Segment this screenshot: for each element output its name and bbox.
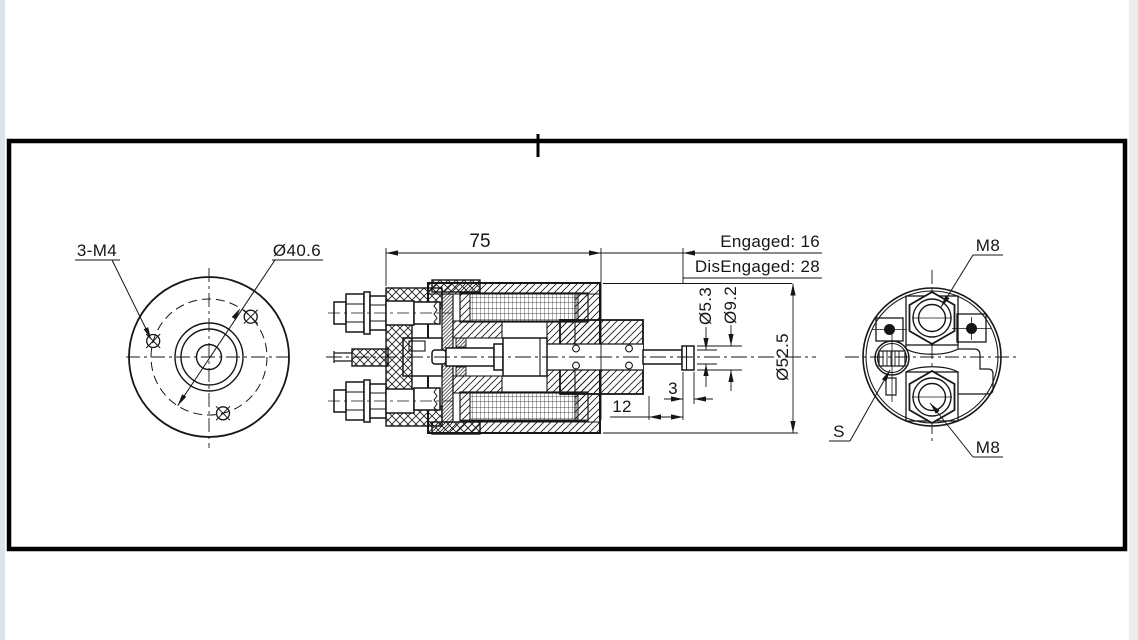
pole-piece-bottom xyxy=(452,375,503,394)
leader-arrow xyxy=(231,308,241,320)
top-terminal-label: M8 xyxy=(976,236,1000,255)
dimension-texts: 75 Engaged: 16 DisEngaged: 28 Ø5.3 Ø9.2 … xyxy=(469,231,820,416)
coil-winding-top xyxy=(459,292,589,323)
dim-arrow xyxy=(671,396,683,402)
dim-arrow xyxy=(790,421,796,433)
o-ring xyxy=(572,344,580,353)
bottom-terminal-label: M8 xyxy=(976,438,1000,457)
dim-arrow xyxy=(649,414,661,420)
switch-terminal-label: S xyxy=(833,422,845,441)
left-edge-strip xyxy=(0,0,5,640)
flange-view: 3-M4 Ø40.6 xyxy=(75,241,323,448)
shaft-length-label: 12 xyxy=(612,397,632,416)
pilot-circle xyxy=(180,328,238,386)
coil-winding-bottom xyxy=(459,391,589,422)
section-view: 75 Engaged: 16 DisEngaged: 28 Ø5.3 Ø9.2 … xyxy=(326,231,822,435)
bolt-circle-callout xyxy=(177,259,323,406)
pole-piece-top xyxy=(452,320,503,339)
dim-arrow xyxy=(790,283,796,296)
switch-stud xyxy=(333,348,389,367)
dim-arrow xyxy=(386,250,398,256)
leader-arrow xyxy=(941,295,950,307)
hex-nut-bottom xyxy=(908,369,956,425)
body-dia-label: Ø52.5 xyxy=(773,333,792,381)
dim-arrow xyxy=(683,250,695,256)
length-dim-label: 75 xyxy=(469,231,490,252)
flange-outer-circle xyxy=(128,276,290,438)
shaft-tip xyxy=(681,345,695,371)
leader-arrow xyxy=(143,327,151,339)
shaft-hole-circle xyxy=(195,343,223,371)
dim-arrow xyxy=(671,414,683,420)
thread-callout xyxy=(75,259,151,339)
thread-label: 3-M4 xyxy=(77,241,117,260)
dim-arrow xyxy=(703,338,709,350)
engaged-label: Engaged: 16 xyxy=(720,232,820,251)
right-edge-strip xyxy=(1129,0,1138,640)
housing-bottom-wall xyxy=(427,421,601,434)
o-ring xyxy=(625,344,633,353)
cover-contours xyxy=(905,345,994,395)
bolt-hole xyxy=(243,309,259,325)
bolt-circle-label: Ø40.6 xyxy=(273,241,321,260)
hex-nut-top xyxy=(908,290,956,346)
leader-arrow xyxy=(881,370,890,382)
dimensions xyxy=(385,248,822,434)
shaft-dia-label: Ø5.3 xyxy=(696,287,715,325)
dim-arrow xyxy=(728,334,734,346)
dim-arrow xyxy=(694,396,706,402)
terminal-callouts xyxy=(829,254,1003,458)
dim-arrow xyxy=(589,250,601,256)
disengaged-label: DisEngaged: 28 xyxy=(695,257,820,276)
leader-arrow xyxy=(177,394,187,406)
dim-arrow xyxy=(728,370,734,382)
bolt-hole xyxy=(215,405,231,421)
bolt-hole xyxy=(145,333,161,349)
rivet-lug-right xyxy=(952,313,991,343)
o-ring xyxy=(625,361,633,370)
sheet-border xyxy=(6,138,1128,552)
switch-terminal xyxy=(874,332,910,402)
o-ring xyxy=(572,361,580,370)
bolt-circle xyxy=(150,298,268,416)
terminal-view: M8 M8 S xyxy=(829,236,1020,458)
boss-circle xyxy=(174,322,244,392)
cover-outer-circle xyxy=(862,287,1002,427)
tip-dia-label: Ø9.2 xyxy=(721,286,740,324)
tip-length-label: 3 xyxy=(668,379,678,398)
leader-arrow xyxy=(930,403,940,414)
